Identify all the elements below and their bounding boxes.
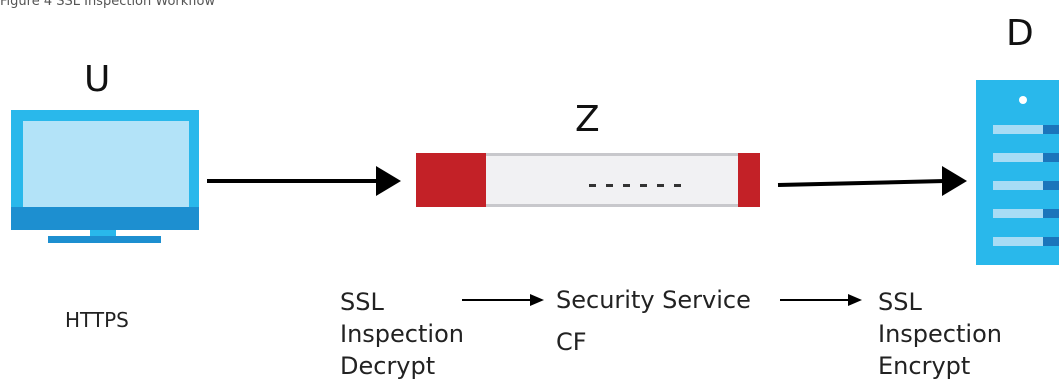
figure-caption: Figure 4 SSL Inspection Workflow <box>0 0 216 9</box>
firewall-appliance-icon <box>416 153 760 207</box>
security-service-label: Security Service CF <box>556 284 751 358</box>
arrow-device-to-server <box>777 166 967 196</box>
https-label: HTTPS <box>65 308 129 332</box>
device-node-label: Z <box>575 99 600 140</box>
encrypt-line-3: Encrypt <box>878 352 971 380</box>
encrypt-line-1: SSL <box>878 288 922 316</box>
encrypt-step-label: SSL Inspection Encrypt <box>878 286 1002 382</box>
decrypt-step-label: SSL Inspection Decrypt <box>340 286 464 382</box>
user-node-label: U <box>84 59 111 100</box>
desktop-computer-icon <box>11 110 199 243</box>
encrypt-line-2: Inspection <box>878 320 1002 348</box>
server-icon <box>976 80 1059 265</box>
security-line-1: Security Service <box>556 286 751 314</box>
arrow-user-to-device <box>207 166 401 196</box>
arrow-decrypt-to-security <box>462 294 544 306</box>
server-node-label: D <box>1006 13 1034 54</box>
arrow-security-to-encrypt <box>780 294 862 306</box>
decrypt-line-2: Inspection <box>340 320 464 348</box>
decrypt-line-1: SSL <box>340 288 384 316</box>
security-line-2: CF <box>556 328 587 356</box>
decrypt-line-3: Decrypt <box>340 352 436 380</box>
